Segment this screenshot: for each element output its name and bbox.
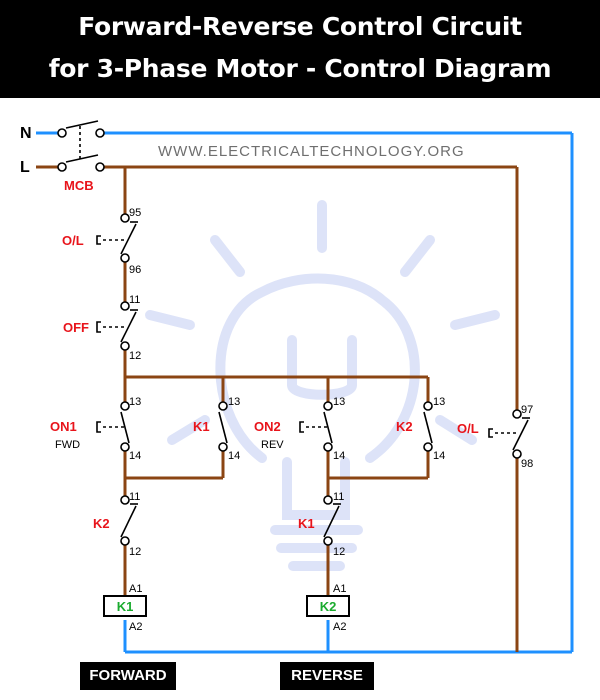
on2-terminal-top: 13 xyxy=(333,396,345,408)
coil-k2-label: K2 xyxy=(320,599,337,614)
ol-main-label: O/L xyxy=(62,233,84,248)
k1-holding-contact xyxy=(218,401,228,452)
k2-hold-terminal-bottom: 14 xyxy=(433,450,445,462)
k1-interlock-terminal-top: 11 xyxy=(333,491,344,503)
k2-interlock-terminal-bottom: 12 xyxy=(129,546,141,558)
ol-main-terminal-top: 95 xyxy=(129,207,141,219)
off-pushbutton xyxy=(96,301,138,351)
on2-terminal-bottom: 14 xyxy=(333,450,345,462)
ol-right-label: O/L xyxy=(457,421,479,436)
k1-hold-terminal-bottom: 14 xyxy=(228,450,240,462)
neutral-label: N xyxy=(20,125,32,142)
on2-rev-label: REV xyxy=(261,439,284,451)
on2-pushbutton xyxy=(299,401,333,452)
coil-k2-terminal-a1: A1 xyxy=(333,583,346,595)
mcb-label: MCB xyxy=(64,178,94,193)
on1-label: ON1 xyxy=(50,419,77,434)
coil-k1-box xyxy=(103,595,147,617)
k2-interlock-terminal-top: 11 xyxy=(129,491,140,503)
coil-k1-terminal-a1: A1 xyxy=(129,583,142,595)
neutral-wiring xyxy=(36,131,574,654)
overload-contact-right xyxy=(488,409,530,459)
overload-contact-main xyxy=(96,213,138,263)
off-terminal-top: 11 xyxy=(129,294,140,306)
on1-terminal-top: 13 xyxy=(129,396,141,408)
title-banner: Forward-Reverse Control Circuit for 3-Ph… xyxy=(0,0,600,98)
ol-right-terminal-top: 97 xyxy=(521,404,533,416)
lightbulb-watermark-icon xyxy=(145,200,500,571)
reverse-caption: REVERSE xyxy=(280,662,374,690)
k2-interlock-label: K2 xyxy=(93,516,110,531)
title-line-2: for 3-Phase Motor - Control Diagram xyxy=(48,54,552,83)
ol-right-terminal-bottom: 98 xyxy=(521,458,533,470)
k1-hold-terminal-top: 13 xyxy=(228,396,240,408)
on1-terminal-bottom: 14 xyxy=(129,450,141,462)
on2-label: ON2 xyxy=(254,419,281,434)
k1-interlock-label: K1 xyxy=(298,516,315,531)
on1-pushbutton xyxy=(96,401,130,452)
off-terminal-bottom: 12 xyxy=(129,350,141,362)
k2-holding-contact xyxy=(423,401,433,452)
on1-fwd-label: FWD xyxy=(55,439,80,451)
line-label: L xyxy=(20,159,30,176)
website-watermark: WWW.ELECTRICALTECHNOLOGY.ORG xyxy=(158,143,465,160)
k1-interlock-contact xyxy=(323,495,341,546)
coil-k2-box xyxy=(306,595,350,617)
ol-main-terminal-bottom: 96 xyxy=(129,264,141,276)
k2-interlock-contact xyxy=(120,495,138,546)
coil-k1-terminal-a2: A2 xyxy=(129,621,142,633)
phase-wiring xyxy=(36,165,519,652)
title-line-1: Forward-Reverse Control Circuit xyxy=(78,12,522,41)
forward-caption: FORWARD xyxy=(80,662,176,690)
off-label: OFF xyxy=(63,320,89,335)
coil-k1-label: K1 xyxy=(117,599,134,614)
k2-hold-terminal-top: 13 xyxy=(433,396,445,408)
mcb-breaker xyxy=(57,120,105,172)
k1-hold-label: K1 xyxy=(193,419,210,434)
k2-hold-label: K2 xyxy=(396,419,413,434)
k1-interlock-terminal-bottom: 12 xyxy=(333,546,345,558)
coil-k2-terminal-a2: A2 xyxy=(333,621,346,633)
